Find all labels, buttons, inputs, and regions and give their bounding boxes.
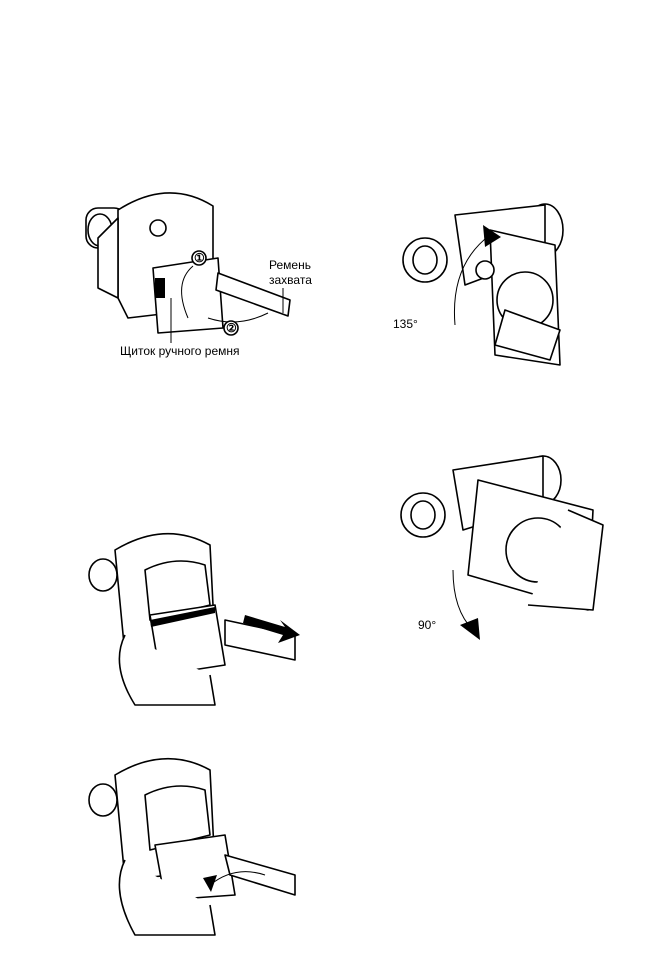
- strap-cover-label: Щиток ручного ремня: [120, 344, 240, 358]
- figure-strap-attach: ① ② Ремень захвата Щиток ручного ремня: [78, 178, 318, 368]
- hand-grip-close-illustration: [88, 757, 296, 936]
- camcorder-lcd-90-illustration: [400, 455, 604, 640]
- figure-hand-tighten: [85, 525, 305, 710]
- angle-135-label: 135°: [393, 317, 418, 331]
- camcorder-strap-illustration: [85, 192, 291, 343]
- figure-rotate-135: 135°: [393, 195, 575, 375]
- figure-rotate-90: 90°: [398, 450, 608, 650]
- figure-hand-close: [85, 750, 305, 940]
- grip-strap-label-line2: захвата: [269, 273, 312, 287]
- step-1-marker: ①: [194, 251, 205, 265]
- camcorder-lcd-135-illustration: [402, 203, 564, 366]
- angle-90-label: 90°: [418, 618, 437, 632]
- grip-strap-label-line1: Ремень: [269, 258, 311, 272]
- step-2-marker: ②: [226, 321, 237, 335]
- hand-grip-tighten-illustration: [88, 532, 300, 706]
